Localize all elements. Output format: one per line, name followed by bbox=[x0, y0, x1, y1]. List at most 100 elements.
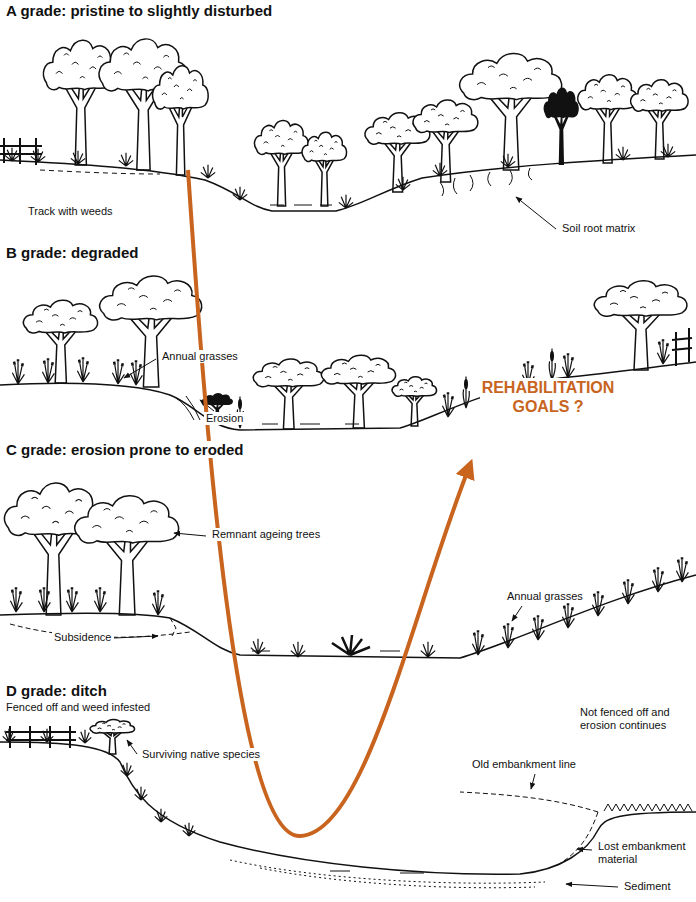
tree bbox=[153, 66, 209, 175]
grass-tuft bbox=[31, 149, 45, 162]
tree bbox=[43, 40, 117, 165]
grass-tuft bbox=[5, 148, 19, 161]
grass-tuft bbox=[339, 195, 353, 208]
leader-line bbox=[566, 884, 618, 887]
annual-grass bbox=[676, 557, 688, 582]
tree bbox=[631, 80, 688, 159]
water bbox=[262, 424, 359, 425]
annual-grass bbox=[66, 587, 78, 612]
weed-tuft bbox=[79, 730, 92, 743]
reed bbox=[463, 377, 469, 408]
grade-a-scene bbox=[0, 39, 696, 229]
ground-line bbox=[0, 155, 696, 211]
fence bbox=[672, 328, 692, 366]
reed bbox=[549, 349, 555, 380]
leader-line bbox=[127, 740, 137, 754]
bank-grass-hatching bbox=[604, 804, 692, 811]
tree bbox=[254, 120, 308, 206]
grass-tuft bbox=[201, 165, 215, 178]
grass-tuft bbox=[396, 177, 410, 190]
spiky-plant bbox=[332, 635, 370, 655]
weed-tuft bbox=[135, 787, 148, 800]
note-text: Fenced off and weed infested bbox=[4, 701, 152, 714]
annual-grass bbox=[502, 623, 514, 648]
leader-line bbox=[577, 849, 592, 850]
leader-line bbox=[512, 606, 522, 621]
tree bbox=[392, 377, 436, 426]
annual-grass bbox=[77, 357, 89, 382]
tree bbox=[413, 100, 478, 182]
note-text: Not fenced off and erosion continues bbox=[578, 706, 690, 731]
annual-grass bbox=[472, 630, 484, 655]
annual-grass bbox=[152, 590, 164, 615]
grade-heading: A grade: pristine to slightly disturbed bbox=[4, 2, 274, 19]
grass-tuft bbox=[291, 642, 305, 657]
weed-tuft bbox=[183, 823, 196, 836]
annual-grass bbox=[442, 392, 454, 417]
grass-tuft bbox=[119, 153, 133, 166]
tree bbox=[253, 359, 323, 429]
annual-grass bbox=[10, 587, 22, 612]
weed-tuft bbox=[3, 729, 16, 742]
callout-label: Subsidence bbox=[52, 631, 114, 644]
tree bbox=[100, 276, 202, 387]
grass-tuft bbox=[71, 151, 85, 164]
lost-embankment-line bbox=[556, 812, 598, 866]
annual-grass bbox=[38, 587, 50, 612]
callout-label: Lost embankment material bbox=[596, 840, 690, 865]
grade-c-scene bbox=[0, 483, 696, 658]
leader-line bbox=[531, 774, 535, 789]
annual-grass bbox=[622, 579, 634, 604]
annual-grass bbox=[94, 587, 106, 612]
grade-heading: C grade: erosion prone to eroded bbox=[4, 441, 246, 458]
weed-tuft bbox=[121, 763, 134, 776]
old-embankment-line bbox=[460, 792, 598, 812]
tree bbox=[321, 355, 395, 428]
grade-heading: B grade: degraded bbox=[4, 244, 141, 261]
tree bbox=[594, 281, 687, 370]
dark-tree bbox=[544, 88, 579, 165]
callout-label: Annual grasses bbox=[160, 350, 240, 363]
rehabilitation-goals: REHABILITATION GOALS ? bbox=[480, 378, 617, 416]
weed-tuft bbox=[41, 729, 54, 742]
annual-grass bbox=[562, 603, 574, 628]
callout-label: Surviving native species bbox=[140, 748, 262, 761]
trajectory-arrow bbox=[188, 170, 468, 836]
leader-line bbox=[516, 197, 556, 229]
annual-grass bbox=[112, 359, 124, 384]
grass-tuft bbox=[233, 187, 247, 200]
callout-label: Annual grasses bbox=[505, 590, 585, 603]
soil-roots bbox=[440, 168, 532, 196]
water bbox=[330, 871, 424, 873]
annual-grass bbox=[657, 339, 669, 364]
grass-tuft bbox=[661, 144, 675, 157]
ground-line bbox=[0, 575, 696, 658]
erosion-gully bbox=[176, 396, 200, 420]
grass-tuft bbox=[616, 147, 630, 160]
tree bbox=[302, 132, 346, 206]
annual-grass bbox=[562, 353, 574, 378]
tree bbox=[5, 483, 102, 615]
callout-label: Old embankment line bbox=[470, 758, 578, 771]
callout-label: Sediment bbox=[622, 880, 672, 893]
grade-b-scene bbox=[0, 276, 696, 430]
leader-line bbox=[174, 533, 206, 536]
annual-grass bbox=[42, 358, 54, 383]
annual-grass bbox=[12, 359, 24, 384]
tree bbox=[578, 75, 637, 163]
grade-d-scene bbox=[0, 719, 696, 887]
grade-heading: D grade: ditch bbox=[4, 682, 109, 699]
leader-line bbox=[114, 636, 158, 638]
ground-line bbox=[0, 362, 696, 430]
leader-line bbox=[124, 359, 156, 378]
grass-tuft bbox=[501, 154, 515, 167]
water bbox=[252, 651, 400, 652]
callout-label: Soil root matrix bbox=[560, 222, 637, 235]
weed-tuft bbox=[155, 809, 168, 822]
sediment bbox=[230, 860, 545, 888]
water bbox=[270, 205, 332, 206]
callout-label: Remnant ageing trees bbox=[210, 528, 322, 541]
callout-label: Erosion bbox=[204, 412, 245, 425]
